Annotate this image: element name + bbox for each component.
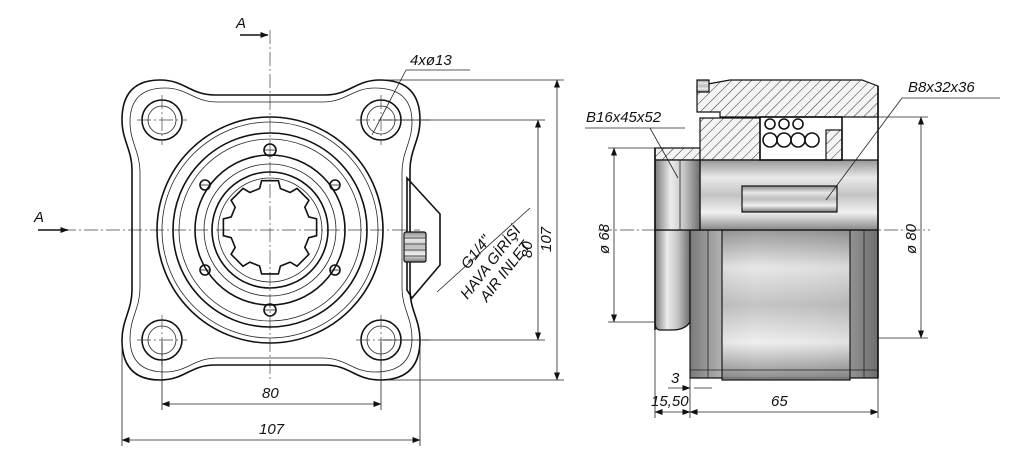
dim-length-value: 65 bbox=[771, 393, 788, 410]
dim-step-value: 3 bbox=[671, 370, 680, 387]
front-view: A A 4xø13 G1/4" HAVA GİRİŞİ AIR INLET 80 bbox=[33, 15, 564, 446]
seal-carrier-section bbox=[699, 117, 761, 161]
section-label-left: A bbox=[33, 209, 44, 226]
spring-coils bbox=[762, 118, 820, 148]
bearing-ring bbox=[172, 132, 368, 328]
shaft-left-callout: B16x45x52 bbox=[585, 109, 685, 179]
dim-hole-pitch-v-value: 80 bbox=[519, 241, 536, 258]
dim-hole-pitch-h-value: 80 bbox=[262, 385, 279, 402]
dim-flange-height-value: 107 bbox=[538, 226, 555, 252]
rotating-flange bbox=[194, 154, 346, 306]
dim-diameter-left: ø 68 bbox=[596, 147, 655, 323]
left-shoulder bbox=[654, 229, 691, 331]
shaft-right-label: B8x32x36 bbox=[908, 79, 975, 96]
piston bbox=[825, 129, 843, 161]
flange-inner-edge bbox=[129, 87, 413, 373]
shaft-right-callout: B8x32x36 bbox=[825, 79, 1000, 201]
air-inlet-leader bbox=[436, 207, 531, 293]
splined-bore bbox=[222, 179, 318, 275]
shaft-left-label: B16x45x52 bbox=[586, 109, 662, 126]
dim-offset-and-length: 15,50 65 bbox=[651, 378, 879, 418]
section-label-top: A bbox=[235, 15, 246, 32]
air-inlet-port bbox=[403, 175, 441, 300]
hole-callout: 4xø13 bbox=[371, 52, 470, 136]
section-marker-top: A bbox=[235, 15, 269, 38]
housing-section bbox=[696, 79, 879, 118]
hole-spec-label: 4xø13 bbox=[410, 52, 452, 69]
dim-flange-width: 107 bbox=[121, 340, 421, 446]
housing-step bbox=[696, 79, 710, 93]
corner-hole-top-left bbox=[137, 95, 187, 145]
dim-flange-height: 107 bbox=[380, 79, 564, 381]
dim-offset-value: 15,50 bbox=[651, 393, 689, 410]
dim-hole-pitch-h: 80 bbox=[161, 342, 382, 410]
stub-upper bbox=[654, 159, 701, 231]
hub-ring bbox=[211, 171, 329, 289]
dim-hole-pitch-v: 80 bbox=[383, 119, 545, 341]
dim-flange-width-value: 107 bbox=[259, 421, 285, 438]
section-marker-left: A bbox=[33, 209, 69, 233]
internal-spline bbox=[741, 185, 838, 213]
body-recess bbox=[721, 229, 851, 381]
outer-housing-ring bbox=[156, 116, 384, 344]
dim-diameter-right: ø 80 bbox=[878, 116, 928, 339]
spring-housing bbox=[759, 116, 843, 161]
air-inlet-labels: G1/4" HAVA GİRİŞİ AIR INLET bbox=[457, 222, 535, 306]
dim-diameter-right-value: ø 80 bbox=[903, 223, 920, 254]
flange-screws bbox=[199, 143, 341, 317]
dim-diameter-left-value: ø 68 bbox=[596, 223, 613, 254]
dim-step: 3 bbox=[654, 330, 712, 418]
side-view: B16x45x52 B8x32x36 ø 68 ø 80 3 bbox=[585, 79, 1000, 418]
